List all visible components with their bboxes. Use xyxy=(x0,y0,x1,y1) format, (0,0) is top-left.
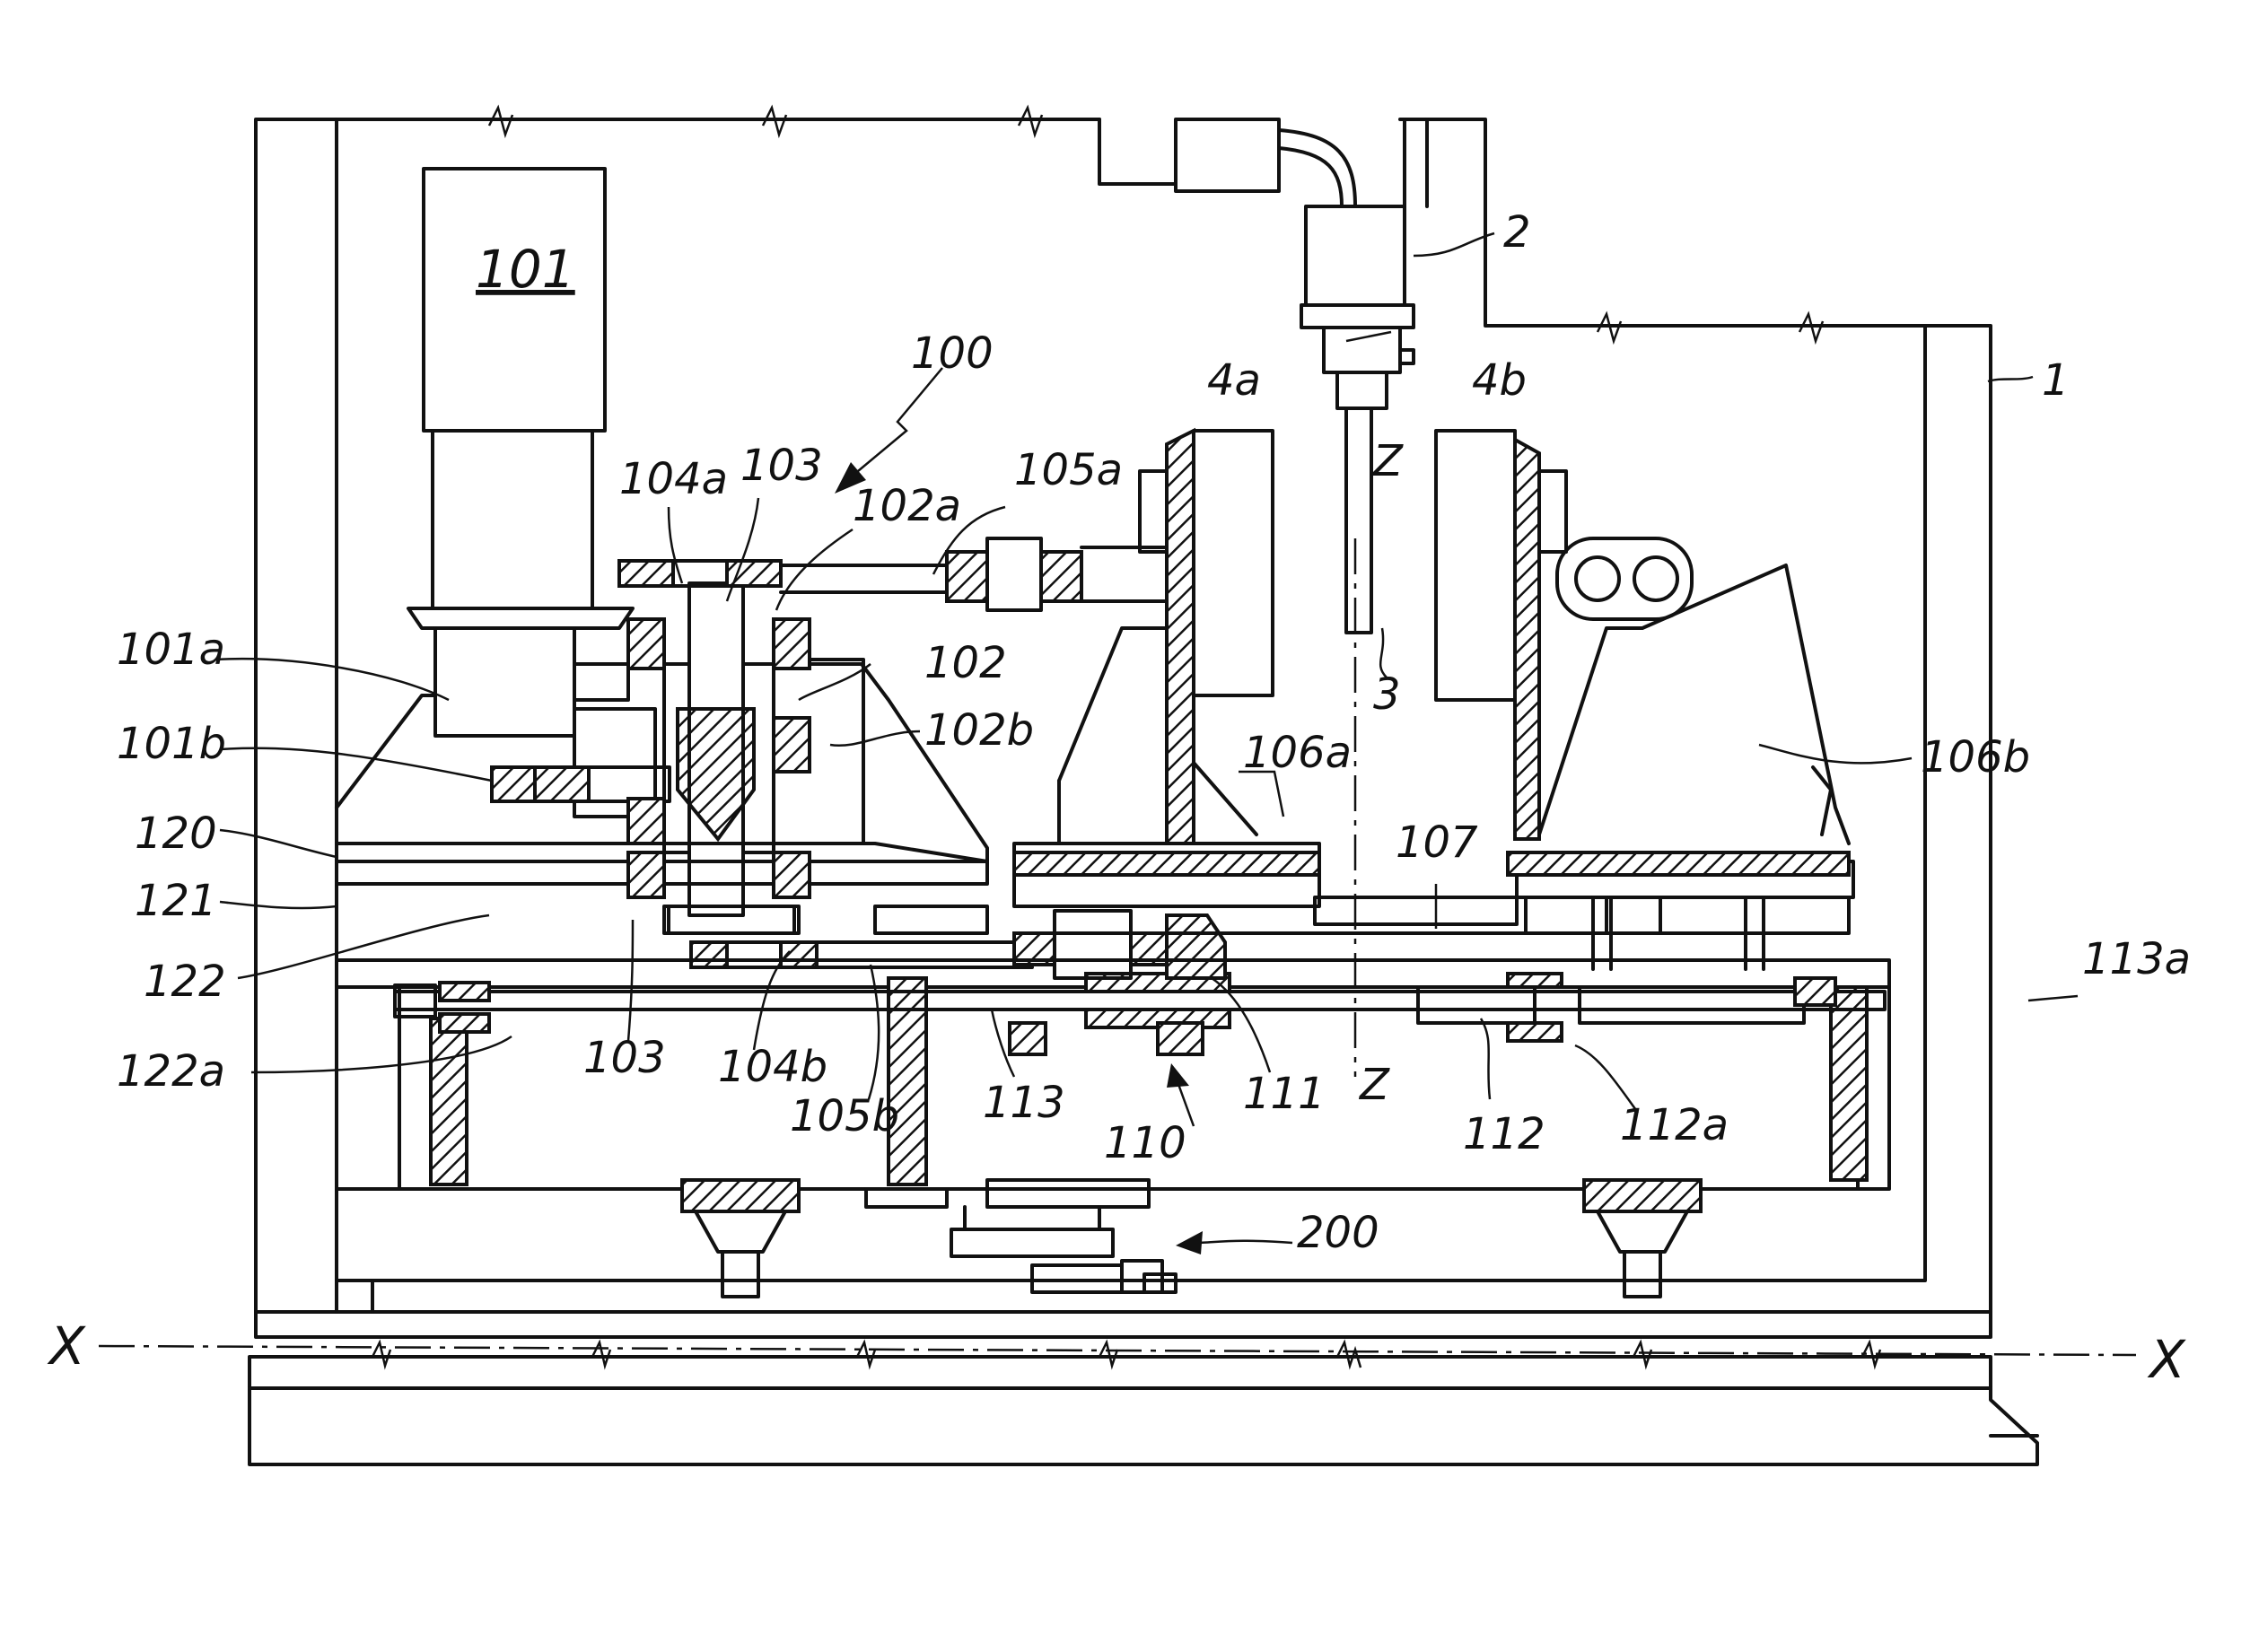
carriage-111 xyxy=(1014,911,1831,978)
label-113a: 113a xyxy=(2082,934,2191,984)
label-107: 107 xyxy=(1396,817,1478,868)
label-200: 200 xyxy=(1297,1208,1379,1258)
base-rail xyxy=(250,1342,2037,1464)
label-113: 113 xyxy=(983,1078,1065,1128)
label-2: 2 xyxy=(1503,207,1531,258)
label-102b: 102b xyxy=(924,705,1034,756)
x-axis-line xyxy=(99,1346,2136,1355)
label-3: 3 xyxy=(1373,669,1401,720)
labels: 1 2 3 4a 4b 100 101 101a 101b 102 102a 1… xyxy=(47,207,2191,1390)
jaw-4b xyxy=(1436,431,1849,843)
label-105b: 105b xyxy=(790,1091,899,1141)
label-103-top: 103 xyxy=(740,441,823,491)
label-4a: 4a xyxy=(1207,355,1261,406)
label-121: 121 xyxy=(135,876,217,926)
label-122a: 122a xyxy=(117,1046,225,1097)
label-100: 100 xyxy=(911,328,994,379)
label-104a: 104a xyxy=(619,454,728,504)
leader-lines xyxy=(215,233,2078,1254)
label-x-right: X xyxy=(2147,1329,2186,1390)
label-106a: 106a xyxy=(1243,728,1352,778)
label-102: 102 xyxy=(924,638,1007,688)
base-unit-200 xyxy=(951,1180,1176,1292)
head-2 xyxy=(1099,119,1427,633)
label-101a: 101a xyxy=(117,625,225,675)
label-105a: 105a xyxy=(1014,445,1123,495)
label-112: 112 xyxy=(1463,1109,1545,1159)
label-104b: 104b xyxy=(718,1042,827,1092)
label-101b: 101b xyxy=(117,719,226,769)
label-101: 101 xyxy=(476,239,575,300)
label-z-top: Z xyxy=(1371,436,1404,486)
label-111: 111 xyxy=(1243,1069,1326,1119)
label-122: 122 xyxy=(144,957,226,1007)
label-4b: 4b xyxy=(1472,355,1527,406)
label-120: 120 xyxy=(135,809,217,859)
label-110: 110 xyxy=(1104,1118,1186,1168)
label-112a: 112a xyxy=(1620,1100,1729,1150)
label-z-bottom: Z xyxy=(1358,1060,1390,1110)
label-106b: 106b xyxy=(1921,732,2030,782)
label-103-bottom: 103 xyxy=(583,1033,666,1083)
upper-belt-105a xyxy=(619,538,1176,610)
label-1: 1 xyxy=(2042,355,2070,406)
central-shaft-103 xyxy=(574,583,810,933)
label-x-left: X xyxy=(47,1315,86,1377)
label-102a: 102a xyxy=(853,481,961,531)
